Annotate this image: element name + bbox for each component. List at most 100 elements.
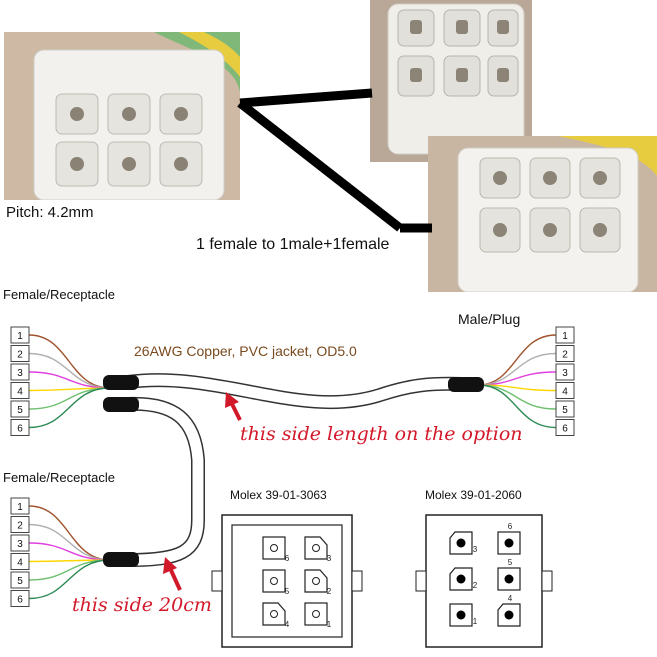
male-pin-box-5: [555, 400, 575, 418]
molex-2060-contact-2: [456, 574, 466, 584]
molex-2060-latch-right: [541, 570, 553, 592]
molex-3063-diagram: 6 3 5 2 4 1: [211, 514, 363, 648]
female-bottom-pin-label-6: 6: [17, 595, 23, 606]
male-pin-box-4: [555, 382, 575, 399]
molex-3063-latch-left: [211, 570, 223, 592]
female-top-pin-label-1: 1: [17, 331, 23, 342]
arrow-length-option: [225, 392, 242, 421]
male-wire-1: [477, 334, 557, 386]
config-subtitle: 1 female to 1male+1female: [196, 236, 390, 253]
female-receptacle-top-label: Female/Receptacle: [3, 287, 115, 302]
female-top-pin-label-4: 4: [17, 387, 23, 398]
female-bottom-pin-box-6: [10, 590, 30, 607]
molex-2060-latch-left: [415, 570, 427, 592]
female-bottom-pin-label-4: 4: [17, 558, 23, 569]
female-receptacle-bottom-label: Female/Receptacle: [3, 470, 115, 485]
molex-2060-contact-1: [456, 610, 466, 620]
male-pin-label-3: 3: [562, 368, 568, 379]
female-bottom-pin-box-1: [10, 497, 30, 515]
photo-connector-male-top: [370, 0, 532, 162]
male-pin-label-4: 4: [562, 387, 568, 398]
male-pin-label-2: 2: [562, 350, 568, 361]
female-top-pin-label-2: 2: [17, 350, 23, 361]
cable-spec-label: 26AWG Copper, PVC jacket, OD5.0: [134, 343, 357, 359]
molex-3063-contact-4: [270, 610, 278, 618]
photo-connector-female: [4, 32, 240, 200]
twenty-cm-note: this side 20cm: [72, 594, 212, 616]
male-plug-label: Male/Plug: [458, 311, 521, 327]
heatshrink-sleeve-top: [103, 375, 139, 390]
heatshrink-sleeve-mid: [103, 397, 139, 412]
female-top-pin-box-5: [10, 400, 30, 418]
molex-2060-contact-5: [504, 574, 514, 584]
molex-2060-pin-number-6: 6: [508, 522, 513, 531]
female-bottom-pin-label-3: 3: [17, 539, 23, 550]
female-top-pin-box-4: [10, 382, 30, 399]
molex-3063-pin-number-4: 4: [285, 620, 290, 629]
molex-2060-contact-6: [504, 538, 514, 548]
molex-2060-title: Molex 39-01-2060: [425, 488, 522, 502]
molex-2060-diagram: 3 6 2 5 1 4: [415, 514, 553, 648]
heatshrink-sleeve-male: [448, 377, 484, 392]
link-line-lower: [237, 99, 403, 232]
female-bottom-wire-2: [28, 523, 111, 561]
connector-female-illustration: [4, 32, 240, 200]
female-bottom-pin-box-2: [10, 516, 30, 533]
male-pin-label-1: 1: [562, 331, 568, 342]
female-bottom-pin-box-4: [10, 553, 30, 570]
molex-2060-pin-number-5: 5: [508, 558, 513, 567]
female-top-wire-6: [28, 387, 111, 429]
female-top-pin-label-5: 5: [17, 405, 23, 416]
female-top-pin-box-6: [10, 419, 30, 436]
female-bottom-wire-1: [28, 505, 111, 561]
female-bottom-pin-box-3: [10, 534, 30, 552]
molex-3063-pin-number-1: 1: [327, 620, 332, 629]
molex-3063-contact-1: [312, 610, 320, 618]
female-top-wire-5: [28, 387, 111, 410]
male-wire-5: [477, 384, 557, 410]
molex-3063-pin-number-5: 5: [285, 587, 290, 596]
female-top-wire-2: [28, 352, 111, 389]
female-bottom-pin-label-1: 1: [17, 502, 23, 513]
arrow-twenty-cm: [163, 557, 182, 591]
pitch-label: Pitch: 4.2mm: [6, 204, 94, 221]
female-bottom-pin-label-2: 2: [17, 521, 23, 532]
molex-2060-pin-number-2: 2: [473, 581, 478, 590]
molex-3063-pin-number-6: 6: [285, 554, 290, 563]
link-line-upper: [239, 88, 373, 108]
male-wire-6: [477, 384, 557, 429]
photo-connector-female-second: [428, 136, 657, 292]
molex-2060-contact-3: [456, 538, 466, 548]
female-bottom-wire-6: [28, 559, 111, 600]
molex-3063-pin-number-2: 2: [327, 587, 332, 596]
male-pin-label-6: 6: [562, 424, 568, 435]
male-pin-box-1: [555, 326, 575, 344]
female-top-wire-1: [28, 334, 111, 389]
molex-2060-housing: [425, 514, 543, 648]
female-top-pin-label-3: 3: [17, 368, 23, 379]
female-top-pin-box-2: [10, 345, 30, 362]
female-bottom-wire-5: [28, 559, 111, 581]
branch-cable-fill: [122, 398, 204, 566]
molex-3063-contact-6: [270, 544, 278, 552]
female-top-pin-box-1: [10, 326, 30, 344]
male-pin-box-6: [555, 419, 575, 436]
heatshrink-sleeve-bottom: [103, 552, 139, 567]
molex-3063-contact-2: [312, 577, 320, 585]
female-bottom-pin-label-5: 5: [17, 576, 23, 587]
female-top-pin-box-3: [10, 363, 30, 381]
male-pin-box-2: [555, 345, 575, 362]
female-top-pin-label-6: 6: [17, 424, 23, 435]
male-pin-label-5: 5: [562, 405, 568, 416]
main-cable-fill: [122, 374, 468, 408]
molex-2060-contact-4: [504, 610, 514, 620]
female-bottom-pin-box-5: [10, 571, 30, 589]
molex-3063-pin-number-3: 3: [327, 554, 332, 563]
molex-2060-pin-number-4: 4: [508, 594, 513, 603]
molex-3063-title: Molex 39-01-3063: [230, 488, 327, 502]
molex-2060-pin-number-3: 3: [473, 545, 478, 554]
molex-3063-contact-5: [270, 577, 278, 585]
molex-2060-pin-number-1: 1: [473, 617, 478, 626]
